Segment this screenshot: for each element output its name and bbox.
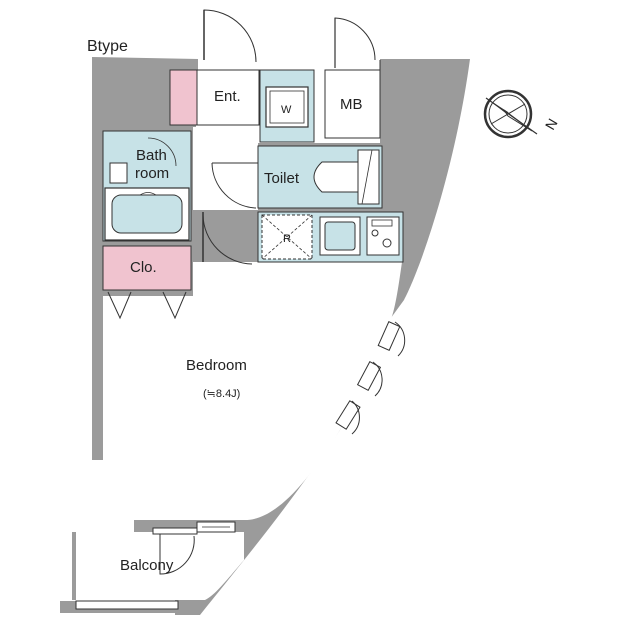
bedroom-label: Bedroom bbox=[186, 357, 247, 374]
meter-box-label: MB bbox=[340, 96, 363, 113]
bedroom-floor bbox=[103, 262, 402, 520]
meter-box-doors[interactable] bbox=[334, 17, 381, 70]
entrance-door[interactable] bbox=[203, 9, 257, 63]
toilet-door[interactable] bbox=[211, 162, 258, 209]
balcony-label: Balcony bbox=[120, 557, 174, 574]
closet-doors[interactable] bbox=[107, 291, 187, 320]
closet-label: Clo. bbox=[130, 259, 157, 276]
compass-north-label: N bbox=[542, 116, 561, 133]
bedroom-door[interactable] bbox=[202, 212, 253, 265]
closet bbox=[102, 245, 192, 291]
unit-type-label: Btype bbox=[87, 38, 128, 55]
refrigerator-label: R bbox=[283, 233, 291, 245]
cooktop bbox=[366, 216, 400, 256]
shoe-storage bbox=[169, 69, 198, 126]
entrance-label: Ent. bbox=[214, 88, 241, 105]
balcony-door[interactable] bbox=[152, 521, 236, 575]
toilet-tank bbox=[357, 149, 380, 205]
washer-label: W bbox=[281, 104, 292, 116]
bath-door[interactable] bbox=[147, 137, 177, 167]
bedroom-area-label: (≒8.4J) bbox=[203, 388, 240, 400]
bath-label-line2: room bbox=[135, 165, 169, 182]
bedroom-windows bbox=[335, 321, 406, 435]
compass-icon bbox=[483, 89, 538, 139]
bedroom-lower-floor bbox=[103, 460, 140, 520]
bath-label-line1: Bath bbox=[136, 147, 167, 164]
hall-floor bbox=[193, 127, 258, 210]
entrance-step bbox=[196, 69, 260, 126]
toilet-label: Toilet bbox=[264, 170, 300, 187]
bath-vanity bbox=[109, 162, 128, 184]
meter-box bbox=[324, 69, 381, 139]
toilet-bowl bbox=[313, 161, 359, 193]
washer bbox=[265, 86, 309, 128]
